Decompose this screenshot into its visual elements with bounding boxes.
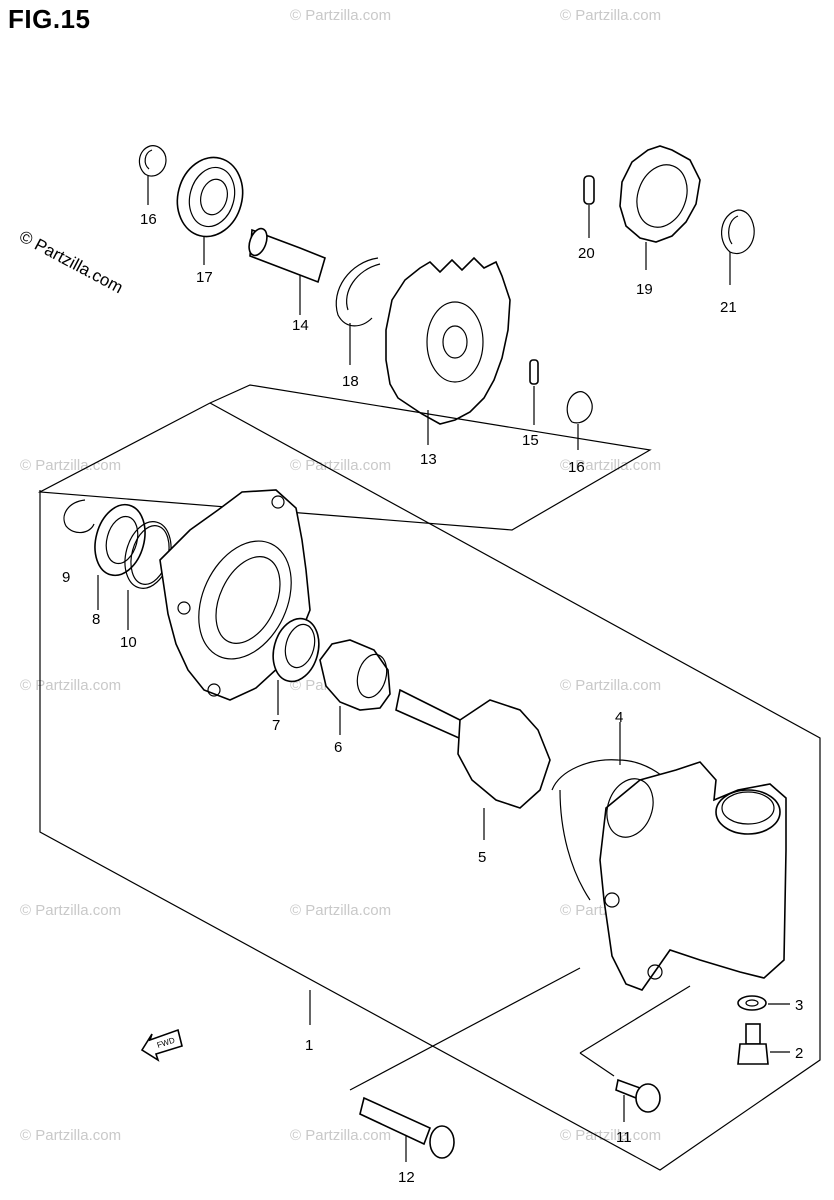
bearing-17: [176, 156, 244, 265]
washer-3: [737, 995, 790, 1011]
fwd-direction-marker: FWD: [140, 1028, 183, 1062]
circlip-16-upper: [138, 145, 167, 205]
watermark: © Partzilla.com: [560, 457, 661, 474]
collar-7: [272, 617, 320, 715]
part-number-19: 19: [636, 281, 653, 298]
part-number-17: 17: [196, 269, 213, 286]
part-number-2: 2: [795, 1045, 803, 1062]
shaft-14: [248, 227, 326, 315]
leader-line: [579, 985, 691, 1054]
part-number-15: 15: [522, 432, 539, 449]
part-number-20: 20: [578, 245, 595, 262]
part-number-10: 10: [120, 634, 137, 651]
bolt-12: [359, 1096, 455, 1162]
part-number-16a: 16: [140, 211, 157, 228]
circlip-16-lower: [566, 391, 593, 450]
watermark: © Partzilla.com: [560, 677, 661, 694]
watermark-main: © Partzilla.com: [16, 227, 126, 298]
snap-ring-18: [335, 257, 381, 365]
watermark: © Partzilla.com: [20, 902, 121, 919]
impeller-5: [395, 688, 551, 840]
pin-15: [529, 359, 539, 425]
part-number-6: 6: [334, 739, 342, 756]
pump-cover: [599, 761, 787, 991]
part-number-12: 12: [398, 1169, 415, 1186]
watermark: © Partzilla.com: [20, 1127, 121, 1144]
part-number-21: 21: [720, 299, 737, 316]
bearing-8: [94, 503, 146, 610]
part-number-4: 4: [615, 709, 623, 726]
part-number-14: 14: [292, 317, 309, 334]
watermark: © Partzilla.com: [290, 1127, 391, 1144]
watermark: © Partzilla.com: [560, 1127, 661, 1144]
pin-20: [583, 175, 595, 238]
part-number-9: 9: [62, 569, 70, 586]
watermark: © Partzilla.com: [20, 677, 121, 694]
pump-housing: [159, 489, 311, 701]
gear-19: [619, 145, 701, 270]
watermark: © Partzilla.com: [290, 457, 391, 474]
part-number-labels: 16 17 14 18 13 20 19 21 15 16 9 8 10 7 6…: [62, 211, 803, 1186]
part-number-7: 7: [272, 717, 280, 734]
drain-bolt-2: [737, 1023, 790, 1065]
watermark: © Partzilla.com: [20, 457, 121, 474]
part-number-13: 13: [420, 451, 437, 468]
part-number-18: 18: [342, 373, 359, 390]
circlip-21: [721, 209, 755, 285]
watermark: © Partzilla.com: [290, 7, 391, 24]
part-number-1: 1: [305, 1037, 313, 1054]
leader-line: [349, 967, 581, 1091]
leader-line: [579, 1052, 615, 1077]
part-number-11: 11: [616, 1129, 632, 1146]
circlip-9: [63, 499, 95, 534]
gear-13: [385, 256, 511, 445]
part-number-8: 8: [92, 611, 100, 628]
subassembly-outline-upper: [37, 384, 652, 531]
watermark: © Partzilla.com: [290, 902, 391, 919]
bolt-11: [615, 1078, 661, 1122]
seal-6: [319, 639, 391, 735]
watermark: © Partzilla.com: [560, 7, 661, 24]
main-assembly-outline: [39, 402, 821, 1171]
part-number-5: 5: [478, 849, 486, 866]
part-number-16b: 16: [568, 459, 585, 476]
figure-title: FIG.15: [8, 4, 91, 34]
part-number-3: 3: [795, 997, 803, 1014]
